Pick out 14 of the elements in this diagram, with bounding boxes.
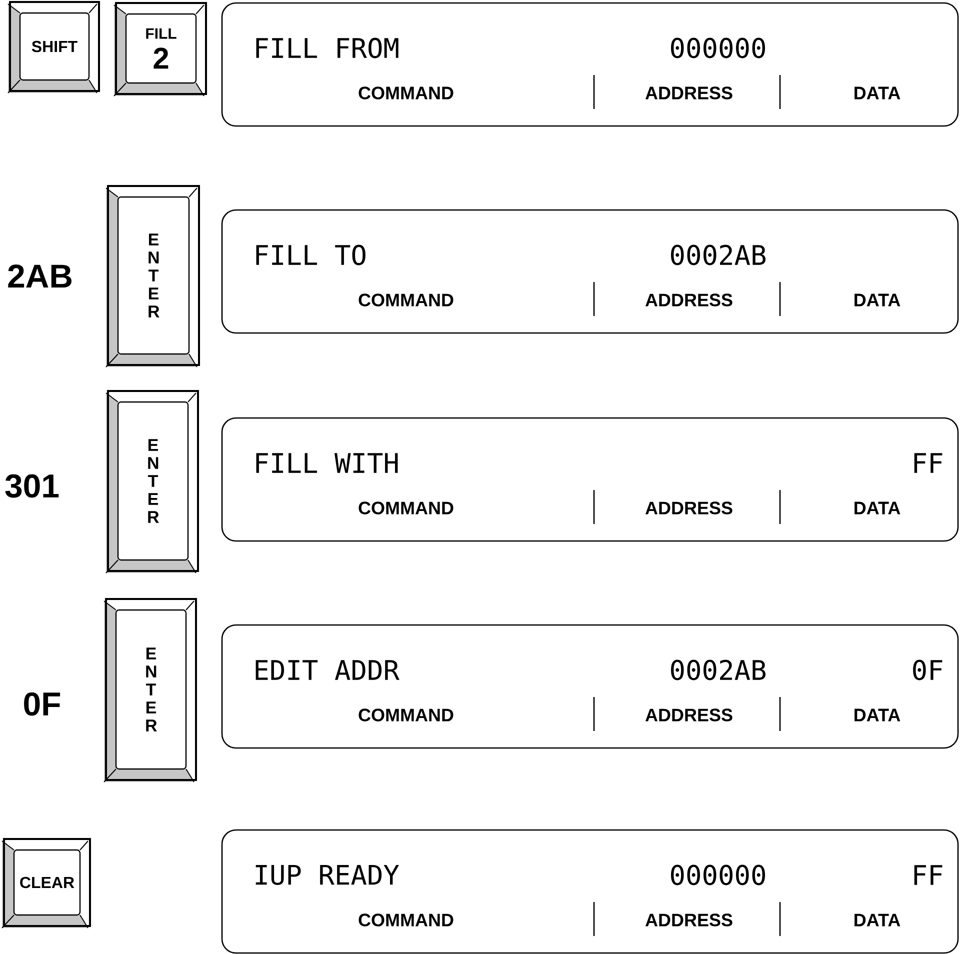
display-panel: EDIT ADDR 0002AB 0F COMMAND ADDRESS DATA: [221, 624, 959, 749]
input-value: 2AB: [8, 264, 72, 288]
input-value: 301: [5, 474, 59, 498]
key-button: FILL 2: [114, 2, 207, 96]
display-panel: IUP READY 000000 FF COMMAND ADDRESS DATA: [221, 829, 959, 954]
display-panel: FILL FROM 000000 COMMAND ADDRESS DATA: [221, 2, 959, 127]
display-panel: FILL TO 0002AB COMMAND ADDRESS DATA: [221, 209, 959, 334]
key-button: ENTER: [104, 598, 197, 782]
display-panel: FILL WITH FF COMMAND ADDRESS DATA: [221, 417, 959, 542]
key-button: ENTER: [106, 185, 200, 368]
key-button: SHIFT: [8, 1, 100, 94]
input-value: 0F: [24, 692, 60, 716]
key-button: CLEAR: [2, 838, 91, 929]
key-button: ENTER: [106, 390, 199, 574]
